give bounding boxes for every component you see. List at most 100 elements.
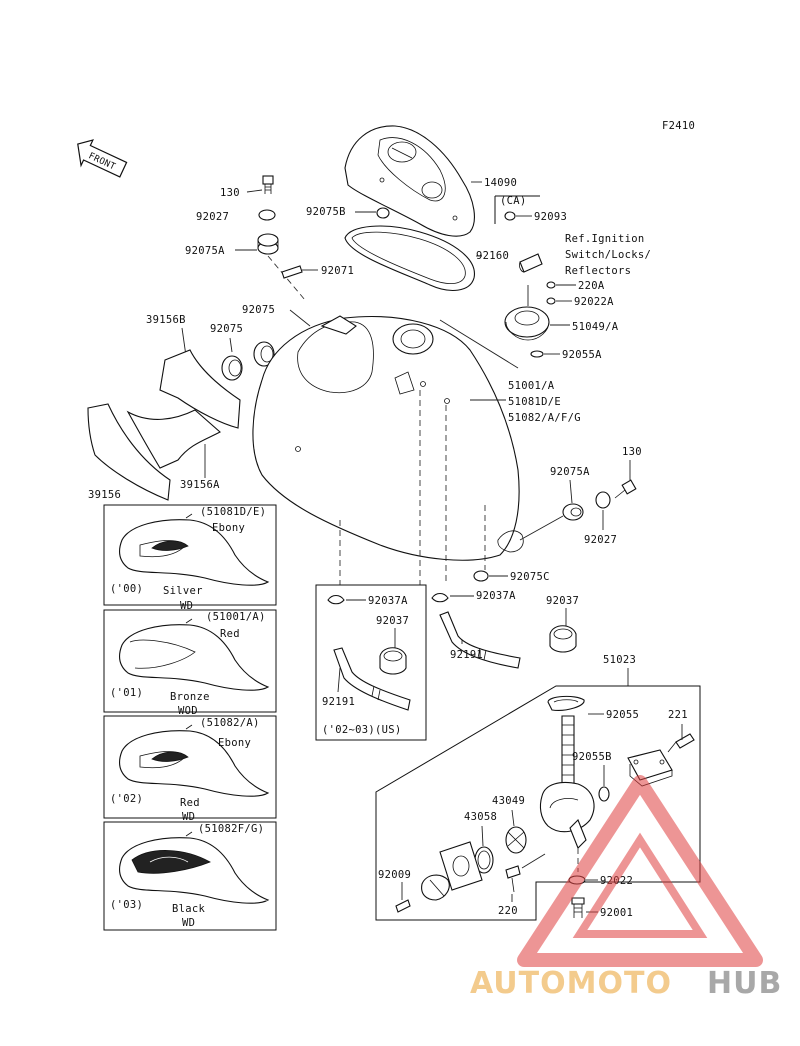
valve-plate xyxy=(439,841,483,891)
valve-knob xyxy=(421,874,450,901)
svg-text:Silver: Silver xyxy=(163,585,203,597)
label-51081: 51081D/E xyxy=(508,396,561,408)
label-92075-a: 92075 xyxy=(242,304,275,316)
svg-text:Ebony: Ebony xyxy=(218,737,251,749)
label-130-rear: 130 xyxy=(622,446,642,458)
label-39156: 39156 xyxy=(88,489,121,501)
bolt-130-rear xyxy=(614,479,637,499)
label-92071: 92071 xyxy=(321,265,354,277)
svg-text:Black: Black xyxy=(172,903,205,915)
fuel-tank-main xyxy=(252,315,524,561)
bolt-130-top xyxy=(262,175,274,194)
label-92037a-left: 92037A xyxy=(368,595,408,607)
svg-text:('01): ('01) xyxy=(110,687,143,699)
svg-text:Red: Red xyxy=(220,628,240,640)
svg-text:WD: WD xyxy=(180,600,193,612)
fuel-cap-51049 xyxy=(504,306,550,341)
svg-text:Bronze: Bronze xyxy=(170,691,210,703)
label-92075-b: 92075 xyxy=(210,323,243,335)
svg-text:Red: Red xyxy=(180,797,200,809)
label-92191-left: 92191 xyxy=(322,696,355,708)
clip-92037a-right xyxy=(431,592,449,603)
ref-line-2: Switch/Locks/ xyxy=(565,249,651,261)
svg-text:('02): ('02) xyxy=(110,793,143,805)
front-arrow-icon: FRONT xyxy=(77,139,128,178)
label-92075a-top: 92075A xyxy=(185,245,225,257)
label-51001: 51001/A xyxy=(508,380,555,392)
hose-92191-right xyxy=(439,611,521,669)
variant-2001-labels: (51001/A) Red ('01) Bronze WOD xyxy=(110,611,266,717)
label-43058: 43058 xyxy=(464,811,497,823)
label-130-top: 130 xyxy=(220,187,240,199)
ref-line-3: Reflectors xyxy=(565,265,631,277)
label-0203: ('02~03)(US) xyxy=(322,724,401,736)
variant-tank-2003 xyxy=(118,831,270,904)
variant-tank-2002 xyxy=(118,724,270,797)
figure-id: F2410 xyxy=(662,120,695,132)
clip-92037a-left xyxy=(327,594,345,605)
gasket-92055 xyxy=(547,695,585,711)
svg-text:Ebony: Ebony xyxy=(212,522,245,534)
screw-92009 xyxy=(395,899,411,913)
label-39156a: 39156A xyxy=(180,479,220,491)
clip-92037-left xyxy=(379,647,407,675)
cover-plate xyxy=(627,749,673,787)
svg-text:WOD: WOD xyxy=(178,705,198,717)
svg-text:AUTOMOTO: AUTOMOTO xyxy=(470,966,672,1001)
meter-cover-14090 xyxy=(344,125,475,237)
label-92075a-rear: 92075A xyxy=(550,466,590,478)
grommet-92075a-rear xyxy=(562,503,584,521)
label-220: 220 xyxy=(498,905,518,917)
label-92037a-right: 92037A xyxy=(476,590,516,602)
grommet-left-2 xyxy=(253,341,275,367)
label-ca: (CA) xyxy=(500,195,527,207)
screw-220 xyxy=(505,865,521,893)
label-92037-right: 92037 xyxy=(546,595,579,607)
label-92037-left: 92037 xyxy=(376,615,409,627)
label-92055a: 92055A xyxy=(562,349,602,361)
label-92160: 92160 xyxy=(476,250,509,262)
svg-text:(51082/A): (51082/A) xyxy=(200,717,260,729)
svg-text:WD: WD xyxy=(182,811,195,823)
label-220a: 220A xyxy=(578,280,605,292)
label-92027-rear: 92027 xyxy=(584,534,617,546)
svg-text:(51081D/E): (51081D/E) xyxy=(200,506,266,518)
svg-text:(51082F/G): (51082F/G) xyxy=(198,823,264,835)
svg-text:('00): ('00) xyxy=(110,583,143,595)
fuel-valve-body xyxy=(539,715,595,849)
ref-line-1: Ref.Ignition xyxy=(565,233,644,245)
label-92055: 92055 xyxy=(606,709,639,721)
label-51082: 51082/A/F/G xyxy=(508,412,581,424)
label-43049: 43049 xyxy=(492,795,525,807)
variant-boxes xyxy=(103,504,277,931)
lever-43049 xyxy=(505,826,527,854)
label-92055b: 92055B xyxy=(572,751,612,763)
automotohub-watermark xyxy=(517,775,763,967)
label-92093: 92093 xyxy=(534,211,567,223)
variant-tank-2000 xyxy=(118,513,270,586)
label-51023: 51023 xyxy=(603,654,636,666)
label-92001: 92001 xyxy=(600,907,633,919)
clip-92037-right xyxy=(549,625,577,653)
svg-text:WD: WD xyxy=(182,917,195,929)
label-51049: 51049/A xyxy=(572,321,619,333)
hose-92191-left xyxy=(333,647,411,711)
label-92009: 92009 xyxy=(378,869,411,881)
label-92022a: 92022A xyxy=(574,296,614,308)
variant-2000-labels: (51081D/E) Ebony ('00) Silver WD xyxy=(110,506,266,612)
drain-bolt-92001 xyxy=(571,897,585,918)
svg-text:(51001/A): (51001/A) xyxy=(206,611,266,623)
screw-221 xyxy=(667,733,695,753)
grommet-left-1 xyxy=(221,355,243,381)
label-39156b: 39156B xyxy=(146,314,186,326)
label-92075b: 92075B xyxy=(306,206,346,218)
svg-text:('03): ('03) xyxy=(110,899,143,911)
cap-key-part xyxy=(519,253,543,273)
label-14090: 14090 xyxy=(484,177,517,189)
label-92027-top: 92027 xyxy=(196,211,229,223)
label-92191-right: 92191 xyxy=(450,649,483,661)
variant-tank-2001 xyxy=(118,618,270,691)
watermark-text: AUTOMOTO HUB xyxy=(470,966,781,1001)
